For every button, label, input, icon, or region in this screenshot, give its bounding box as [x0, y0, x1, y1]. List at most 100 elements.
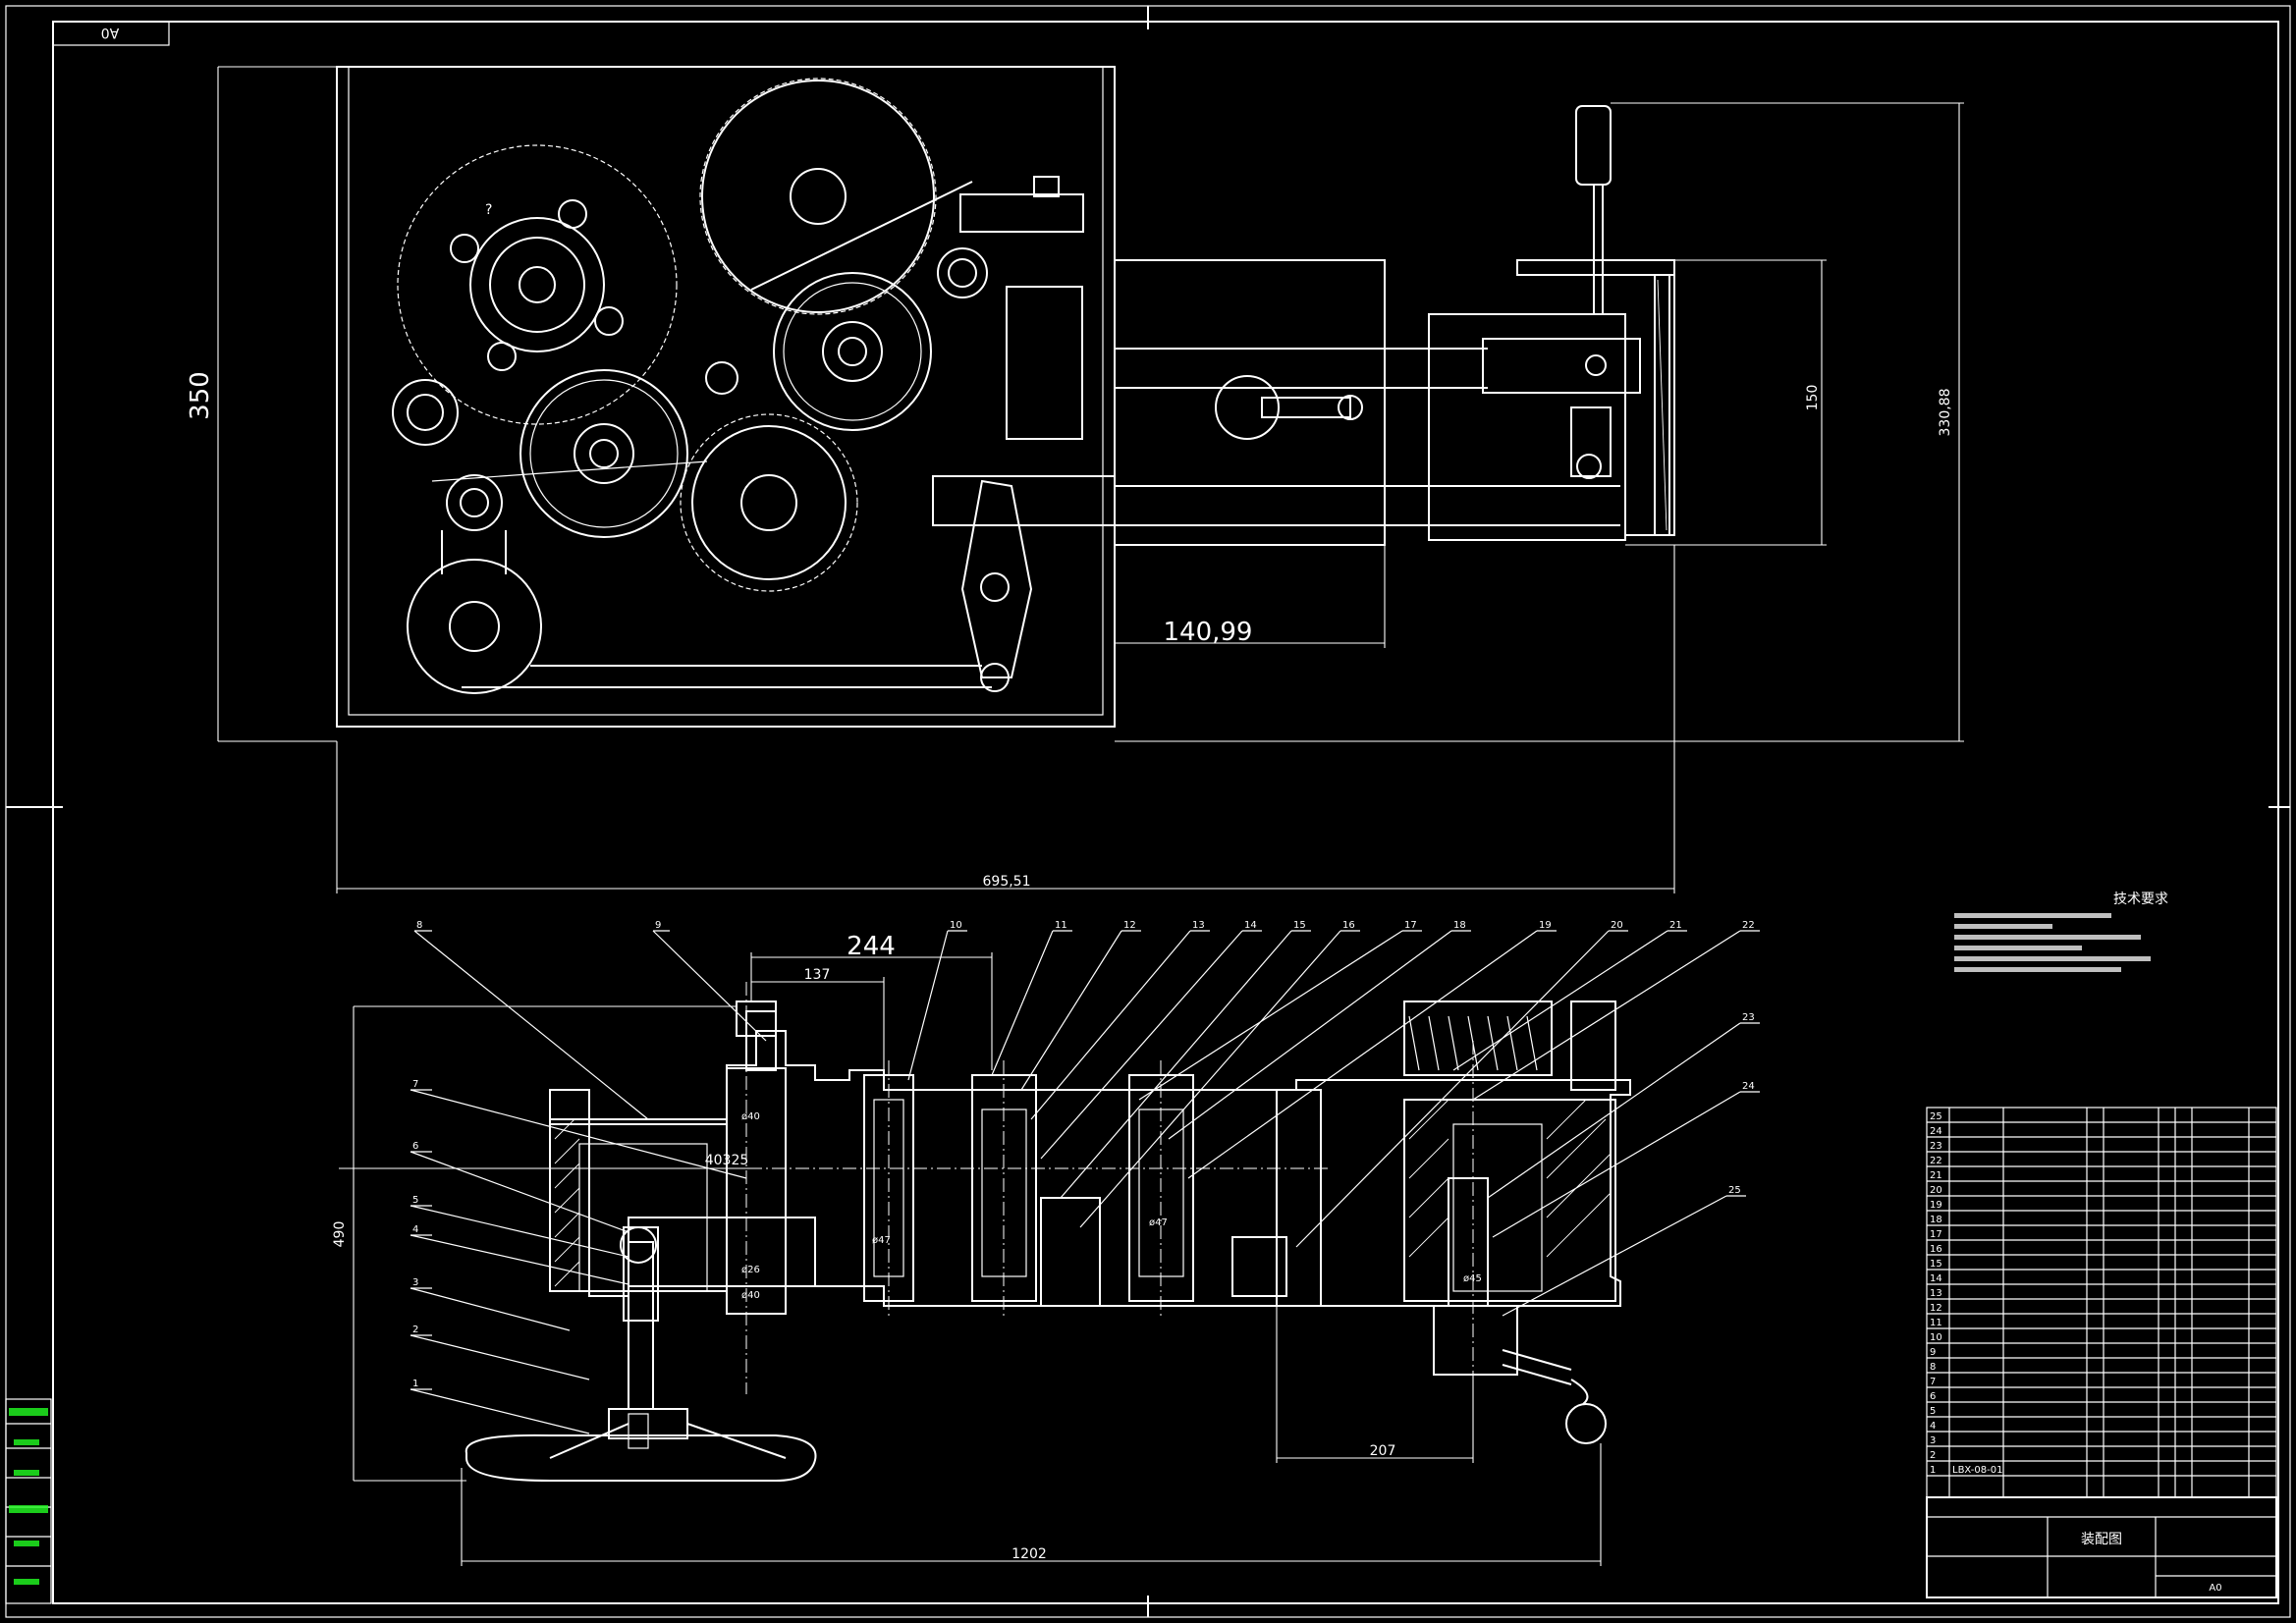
svg-text:11: 11: [1930, 1318, 1942, 1328]
dim-695-group: 695,51: [336, 545, 1675, 893]
parts-list-rows: [1927, 1121, 2276, 1477]
svg-text:11: 11: [1055, 920, 1067, 931]
svg-text:5: 5: [1930, 1406, 1936, 1417]
dim-137: 137: [804, 967, 831, 983]
balloon-15: 15: [1060, 920, 1311, 1199]
dim-490: 490: [332, 1221, 348, 1248]
balloon-3: 3: [410, 1277, 571, 1331]
balloon-19: 19: [1187, 920, 1557, 1179]
svg-text:24: 24: [1930, 1126, 1942, 1137]
svg-text:24: 24: [1742, 1081, 1755, 1092]
parts-list: 25 24 23 22 21 20 19 18 17 16 15 14 13 1…: [1926, 1107, 2277, 1498]
svg-text:14: 14: [1244, 920, 1257, 931]
svg-text:5: 5: [412, 1195, 418, 1206]
svg-text:13: 13: [1192, 920, 1205, 931]
section-view: ø40 ø40 ø26 ø47 ø47 ø45: [465, 982, 1631, 1482]
svg-text:25: 25: [1728, 1185, 1741, 1196]
balloon-7: 7: [410, 1079, 747, 1179]
tech-requirements-title: 技术要求: [2113, 892, 2168, 907]
drawing-name: 装配图: [2081, 1532, 2122, 1547]
svg-text:6: 6: [412, 1141, 418, 1152]
svg-text:23: 23: [1742, 1012, 1755, 1023]
balloon-10: 10: [907, 920, 967, 1081]
balloon-8: 8: [413, 920, 649, 1120]
balloon-18: 18: [1168, 920, 1471, 1140]
dim-phi26: ø26: [741, 1265, 760, 1275]
svg-text:14: 14: [1930, 1273, 1942, 1284]
part-balloons: 1 2 3 4 5 6 7 8 9 10 11 12 13 14 15 16 1…: [410, 920, 1760, 1434]
dim-phi45: ø45: [1463, 1273, 1482, 1284]
balloon-4: 4: [410, 1224, 629, 1285]
svg-text:10: 10: [1930, 1332, 1942, 1343]
dim-phi47-b: ø47: [1149, 1217, 1168, 1228]
title-sheet-size: A0: [2209, 1583, 2221, 1594]
balloon-13: 13: [1030, 920, 1210, 1120]
svg-text:17: 17: [1404, 920, 1417, 931]
balloon-16: 16: [1079, 920, 1360, 1228]
svg-text:8: 8: [1930, 1362, 1936, 1373]
svg-text:19: 19: [1930, 1200, 1942, 1211]
balloon-1: 1: [410, 1379, 590, 1434]
dim-330-88: 330,88: [1938, 389, 1953, 437]
balloon-2: 2: [410, 1325, 590, 1380]
balloon-20: 20: [1295, 920, 1628, 1248]
svg-text:7: 7: [412, 1079, 418, 1090]
dim-question: ?: [485, 202, 492, 218]
svg-text:4: 4: [1930, 1421, 1936, 1432]
svg-text:1: 1: [412, 1379, 418, 1389]
svg-text:21: 21: [1930, 1170, 1942, 1181]
balloon-24: 24: [1492, 1081, 1760, 1238]
svg-text:19: 19: [1539, 920, 1552, 931]
svg-text:12: 12: [1123, 920, 1136, 931]
dim-phi40-a: ø40: [741, 1111, 760, 1122]
svg-text:17: 17: [1930, 1229, 1942, 1240]
svg-text:18: 18: [1930, 1215, 1942, 1225]
svg-text:20: 20: [1611, 920, 1623, 931]
svg-text:21: 21: [1669, 920, 1682, 931]
dim-1202: 1202: [1011, 1546, 1047, 1562]
balloon-5: 5: [410, 1195, 629, 1258]
svg-text:8: 8: [416, 920, 422, 931]
svg-text:16: 16: [1342, 920, 1355, 931]
svg-text:15: 15: [1930, 1259, 1942, 1270]
svg-text:22: 22: [1742, 920, 1755, 931]
svg-text:22: 22: [1930, 1156, 1942, 1166]
svg-text:2: 2: [1930, 1450, 1936, 1461]
balloon-22: 22: [1472, 920, 1760, 1101]
parts-list-numbers: 25 24 23 22 21 20 19 18 17 16 15 14 13 1…: [1930, 1111, 2002, 1476]
svg-text:7: 7: [1930, 1377, 1936, 1387]
svg-text:1: 1: [1930, 1465, 1936, 1476]
dim-40325: 40325: [705, 1153, 749, 1168]
dim-207: 207: [1370, 1443, 1396, 1459]
dim-140-99: 140,99: [1164, 618, 1253, 647]
svg-text:3: 3: [1930, 1435, 1936, 1446]
sheet-size-tag: A0: [101, 25, 119, 40]
dim-244: 244: [847, 932, 896, 961]
tech-requirements: 技术要求: [1954, 892, 2168, 972]
title-block: 装配图 A0: [1926, 1496, 2277, 1598]
balloon-14: 14: [1040, 920, 1262, 1160]
sheet-frame: A0: [5, 5, 2291, 1618]
svg-text:20: 20: [1930, 1185, 1942, 1196]
svg-text:2: 2: [412, 1325, 418, 1335]
balloon-9: 9: [652, 920, 767, 1042]
svg-text:15: 15: [1293, 920, 1306, 931]
dim-phi47-a: ø47: [872, 1235, 891, 1246]
svg-text:25: 25: [1930, 1111, 1942, 1122]
svg-text:16: 16: [1930, 1244, 1942, 1255]
dim-695-51: 695,51: [983, 874, 1031, 890]
balloon-12: 12: [1020, 920, 1141, 1091]
balloon-11: 11: [991, 920, 1072, 1076]
dim-150: 150: [1805, 385, 1821, 411]
svg-text:9: 9: [1930, 1347, 1936, 1358]
hatching: [554, 1099, 1612, 1287]
balloon-6: 6: [410, 1141, 629, 1233]
dim-350: 350: [186, 371, 215, 420]
balloon-23: 23: [1487, 1012, 1760, 1199]
dim-phi40-b: ø40: [741, 1290, 760, 1301]
svg-text:6: 6: [1930, 1391, 1936, 1402]
balloon-25: 25: [1502, 1185, 1746, 1317]
balloon-21: 21: [1452, 920, 1687, 1071]
svg-text:10: 10: [950, 920, 962, 931]
